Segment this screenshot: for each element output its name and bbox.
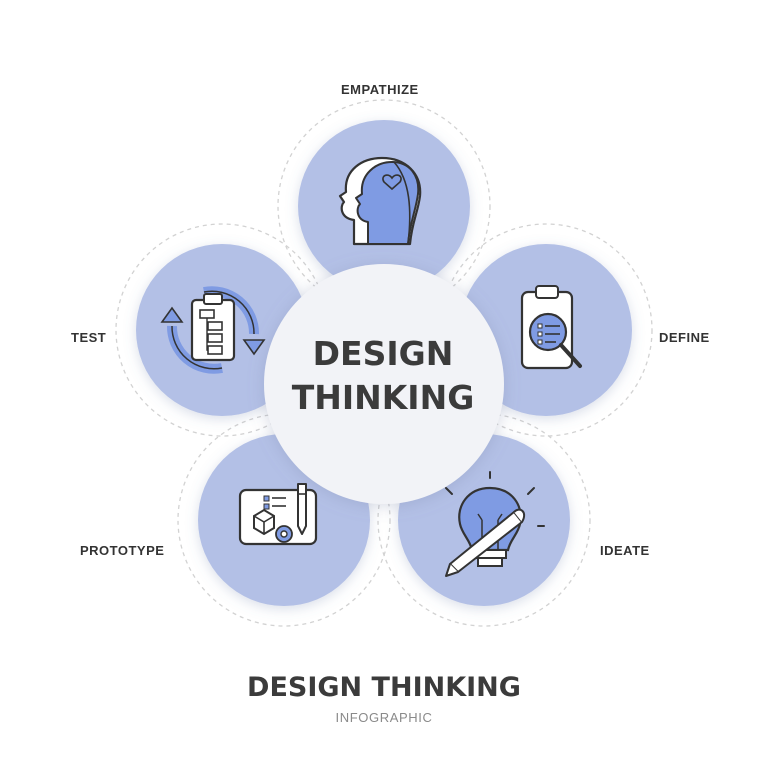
center-title: DESIGN THINKING [265, 332, 501, 420]
head-heart-icon [338, 156, 422, 246]
dashed-ring-define [439, 223, 653, 437]
center-title-line1: DESIGN [312, 334, 454, 373]
center-title-line2: THINKING [291, 378, 475, 417]
stage-label-test: TEST [71, 330, 107, 345]
lightbulb-pencil-icon [445, 471, 545, 577]
dashed-ring-empathize [277, 99, 491, 313]
footer-title: DESIGN THINKING [247, 672, 521, 703]
footer-subtitle: INFOGRAPHIC [335, 710, 433, 725]
center-circle [264, 264, 504, 504]
blueprint-gear-icon [238, 483, 318, 546]
stage-label-empathize: EMPATHIZE [341, 82, 419, 97]
stage-label-define: DEFINE [659, 330, 710, 345]
clipboard-cycle-icon [160, 286, 266, 374]
clipboard-magnifier-icon [520, 285, 582, 370]
stage-label-prototype: PROTOTYPE [80, 543, 165, 558]
stage-label-ideate: IDEATE [600, 543, 650, 558]
